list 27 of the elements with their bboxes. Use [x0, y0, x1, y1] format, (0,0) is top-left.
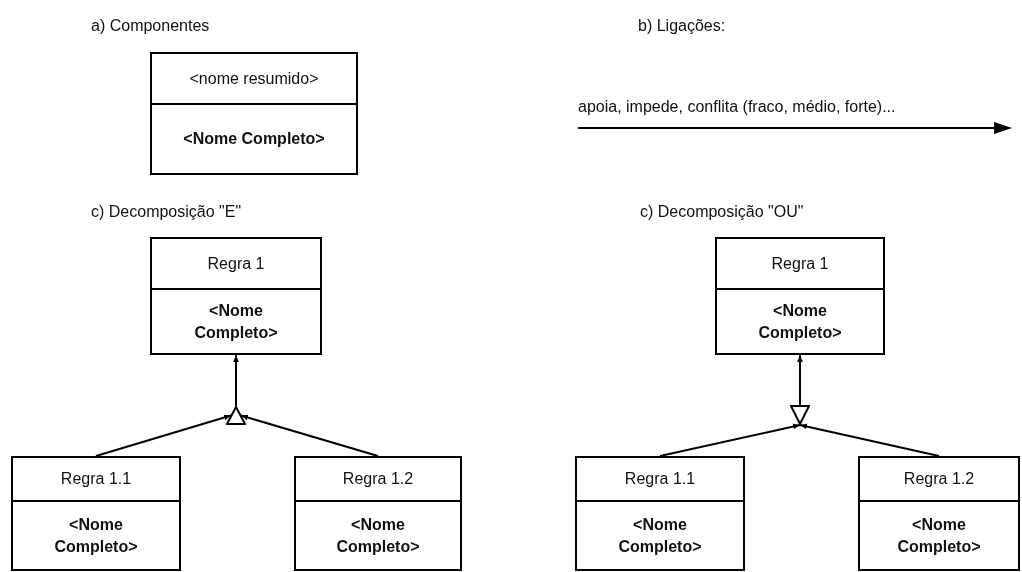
arrow [95, 414, 232, 457]
box-body-text: <Nome Completo> [757, 300, 843, 343]
triangle-junction [226, 406, 246, 425]
box-title: Regra 1.1 [624, 469, 696, 489]
box-title: <nome resumido> [189, 68, 319, 89]
arrow [240, 414, 379, 457]
box-body-text: <Nome Completo> [53, 514, 139, 557]
triangle-junction [790, 405, 810, 425]
box-body-text: <Nome Completo> [617, 514, 703, 557]
section-heading: c) Decomposição "E" [91, 202, 242, 222]
arrow [659, 423, 801, 457]
box-title: Regra 1.1 [60, 469, 132, 489]
section-heading: a) Componentes [91, 16, 210, 36]
box-title: Regra 1 [207, 253, 265, 274]
section-heading: b) Ligações: [638, 16, 726, 36]
box-body-text: <Nome Completo> [183, 129, 325, 149]
arrow [797, 354, 803, 406]
box-body-text: <Nome Completo> [335, 514, 421, 557]
box-title: Regra 1 [771, 253, 829, 274]
section-heading: c) Decomposição "OU" [640, 202, 804, 222]
box-title: Regra 1.2 [342, 469, 414, 489]
arrow [799, 423, 940, 457]
box-body-text: <Nome Completo> [896, 514, 982, 557]
box-body-text: <Nome Completo> [193, 300, 279, 343]
arrow [233, 354, 239, 407]
box-title: Regra 1.2 [903, 469, 975, 489]
link-types-text: apoia, impede, conflita (fraco, médio, forte)... [578, 97, 896, 117]
